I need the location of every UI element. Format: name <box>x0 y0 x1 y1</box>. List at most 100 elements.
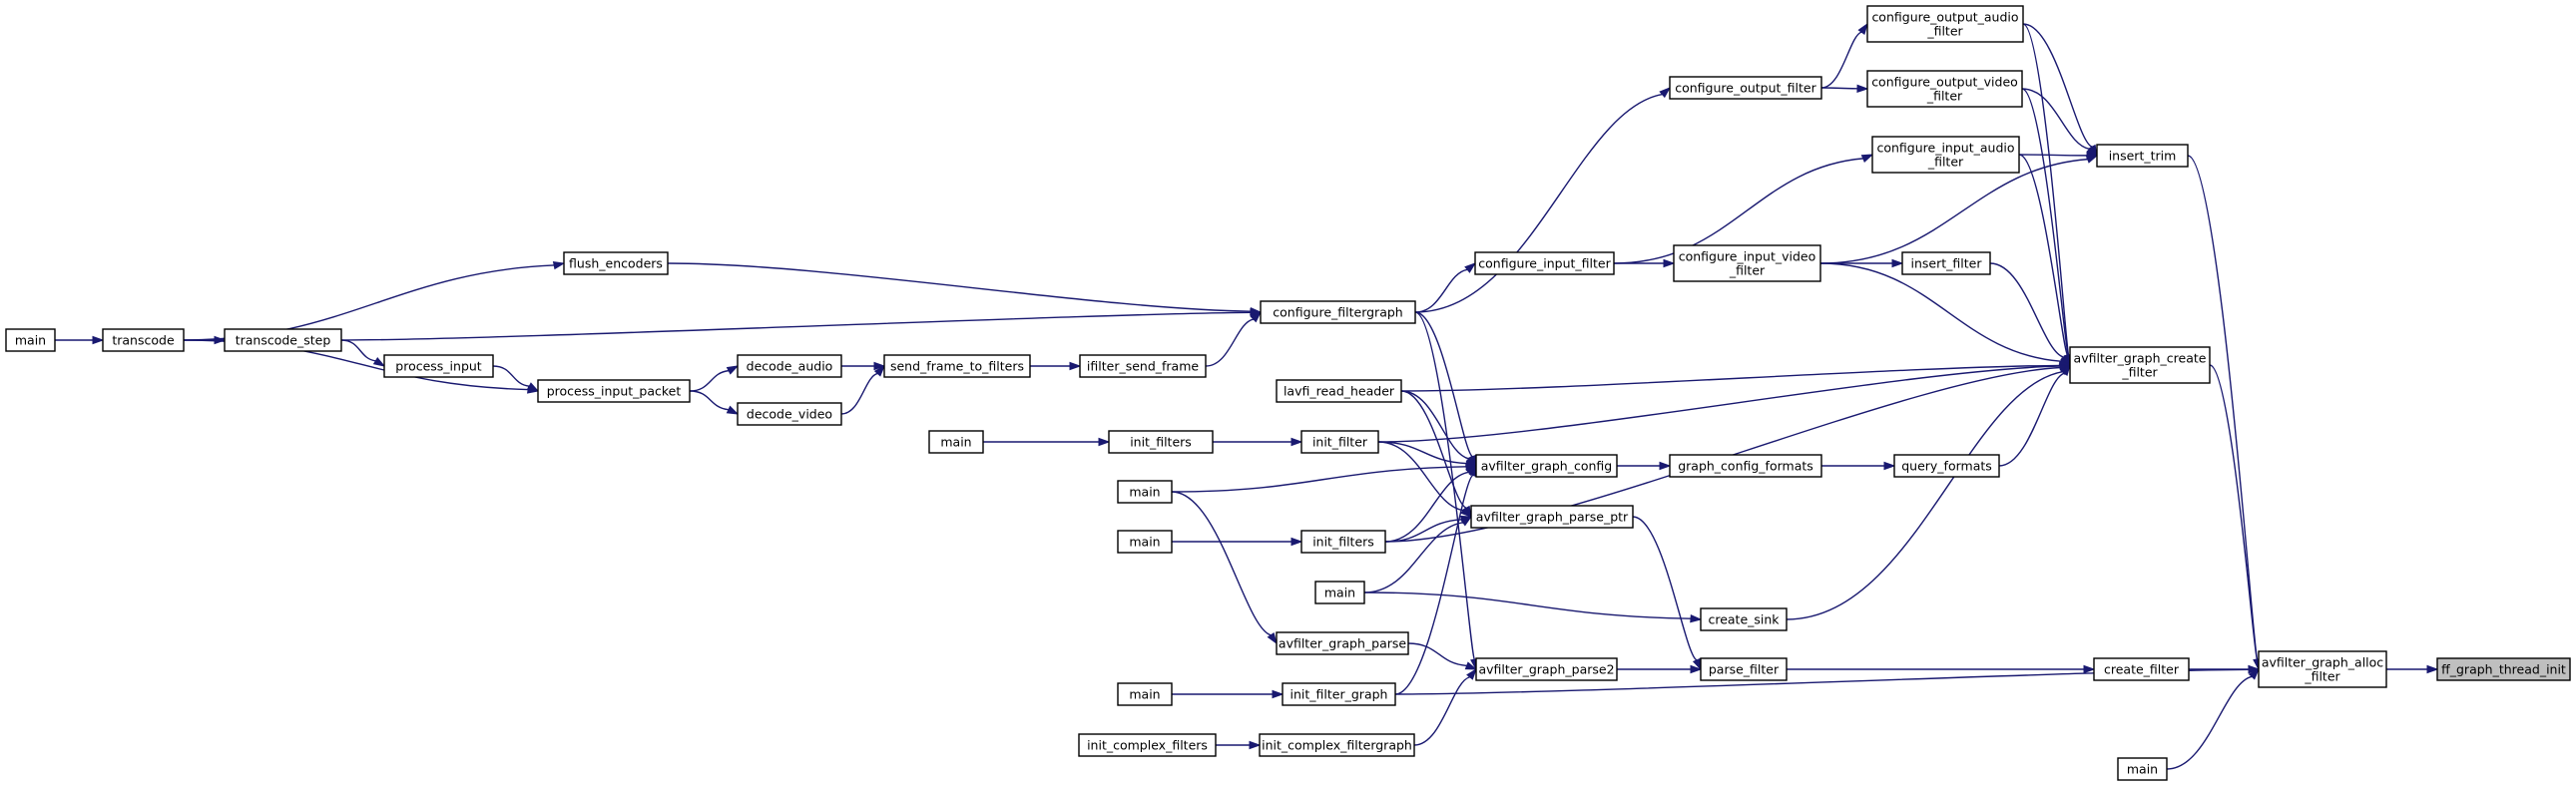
arrowhead <box>2086 151 2099 161</box>
call-edge <box>1989 262 2065 358</box>
function-node-graph-config-formats[interactable]: graph_config_formats <box>1669 454 1822 478</box>
function-node-ifilter-send-frame[interactable]: ifilter_send_frame <box>1079 354 1207 378</box>
function-node-main[interactable]: main <box>1314 581 1365 604</box>
function-node-process-input[interactable]: process_input <box>383 354 494 378</box>
function-node-configure-output-audio-filter[interactable]: configure_output_audio_filter <box>1866 5 2024 43</box>
function-node-configure-filtergraph[interactable]: configure_filtergraph <box>1260 300 1416 324</box>
arrowhead <box>2248 664 2261 674</box>
call-edge <box>2021 88 2069 356</box>
node-box <box>537 379 691 403</box>
call-edge <box>1613 158 1863 264</box>
function-node-avfilter-graph-create-filter[interactable]: avfilter_graph_create_filter <box>2069 346 2211 384</box>
function-node-avfilter-graph-parse2[interactable]: avfilter_graph_parse2 <box>1475 657 1618 681</box>
arrowhead <box>1690 613 1703 623</box>
function-node-avfilter-graph-parse[interactable]: avfilter_graph_parse <box>1276 631 1409 655</box>
node-label: configure_input_filter <box>1478 256 1611 271</box>
node-box <box>1108 430 1214 454</box>
function-node-main[interactable]: main <box>1117 480 1173 504</box>
function-node-send-frame-to-filters[interactable]: send_frame_to_filters <box>883 354 1031 378</box>
function-node-flush-encoders[interactable]: flush_encoders <box>563 251 669 275</box>
call-edge <box>1400 364 2061 392</box>
node-box <box>928 430 984 454</box>
node-label: transcode <box>112 333 175 348</box>
function-node-lavfi-read-header[interactable]: lavfi_read_header <box>1276 379 1402 403</box>
function-node-avfilter-graph-parse-ptr[interactable]: avfilter_graph_parse_ptr <box>1470 505 1634 529</box>
call-edge <box>1414 311 1473 458</box>
node-box <box>563 251 669 275</box>
call-edge <box>2022 23 2093 148</box>
function-node-main[interactable]: main <box>928 430 984 454</box>
call-edge <box>840 372 878 415</box>
call-edge <box>1413 676 1470 746</box>
arrowhead <box>1856 84 1869 93</box>
arrowhead <box>552 260 566 270</box>
function-node-init-filters[interactable]: init_filters <box>1108 430 1214 454</box>
call-edge <box>1363 522 1463 593</box>
node-label: main <box>940 435 971 450</box>
function-node-decode-audio[interactable]: decode_audio <box>737 354 842 378</box>
call-edge <box>1363 592 1692 619</box>
function-node-main[interactable]: main <box>5 328 56 352</box>
function-node-decode-video[interactable]: decode_video <box>737 402 842 426</box>
node-label: configure_filtergraph <box>1273 305 1402 320</box>
function-node-main[interactable]: main <box>1117 530 1173 554</box>
node-box <box>2096 144 2189 168</box>
arrowhead <box>1267 631 1278 645</box>
node-box <box>1866 70 2023 108</box>
call-edge <box>1820 87 1858 90</box>
node-box <box>1475 454 1618 478</box>
function-node-ff-graph-thread-init[interactable]: ff_graph_thread_init <box>2436 657 2571 681</box>
function-node-process-input-packet[interactable]: process_input_packet <box>537 379 691 403</box>
node-label: decode_video <box>747 407 832 422</box>
call-edge <box>1407 642 1467 667</box>
function-node-create-sink[interactable]: create_sink <box>1700 607 1788 631</box>
call-edges <box>54 22 2439 770</box>
node-label: process_input <box>395 359 482 374</box>
function-node-configure-input-filter[interactable]: configure_input_filter <box>1474 251 1615 275</box>
function-node-avfilter-graph-config[interactable]: avfilter_graph_config <box>1475 454 1618 478</box>
function-node-insert-filter[interactable]: insert_filter <box>1901 251 1991 275</box>
function-node-init-filter[interactable]: init_filter <box>1300 430 1379 454</box>
node-label: query_formats <box>1901 459 1992 474</box>
function-node-init-complex-filtergraph[interactable]: init_complex_filtergraph <box>1259 733 1415 757</box>
node-label: _filter <box>1926 24 1963 39</box>
function-node-transcode-step[interactable]: transcode_step <box>224 328 342 352</box>
node-label: init_complex_filtergraph <box>1262 738 1412 753</box>
node-label: configure_output_video <box>1871 75 2018 90</box>
call-edge <box>340 311 1252 341</box>
arrowhead <box>873 364 886 377</box>
function-node-parse-filter[interactable]: parse_filter <box>1700 657 1788 681</box>
arrowhead <box>1250 310 1263 323</box>
call-edge <box>492 365 530 387</box>
call-edge <box>667 262 1252 312</box>
function-node-create-filter[interactable]: create_filter <box>2093 657 2190 681</box>
function-node-init-filters[interactable]: init_filters <box>1300 530 1386 554</box>
call-edge <box>1171 491 1272 636</box>
function-node-init-filter-graph[interactable]: init_filter_graph <box>1282 682 1396 706</box>
function-node-configure-input-audio-filter[interactable]: configure_input_audio_filter <box>1871 136 2020 174</box>
function-node-init-complex-filters[interactable]: init_complex_filters <box>1078 733 1217 757</box>
function-node-transcode[interactable]: transcode <box>102 328 185 352</box>
call-edge <box>1786 370 2063 620</box>
function-node-main[interactable]: main <box>1117 682 1173 706</box>
arrowhead <box>1290 537 1303 547</box>
arrowhead <box>2248 667 2261 680</box>
node-box <box>1871 136 2020 174</box>
function-node-configure-input-video-filter[interactable]: configure_input_video_filter <box>1673 244 1821 282</box>
function-node-configure-output-filter[interactable]: configure_output_filter <box>1669 76 1822 100</box>
node-box <box>224 328 342 352</box>
call-edge <box>2209 364 2259 660</box>
function-node-avfilter-graph-alloc-filter[interactable]: avfilter_graph_alloc_filter <box>2258 650 2387 688</box>
node-box <box>102 328 185 352</box>
call-edge <box>1414 268 1468 313</box>
function-node-insert-trim[interactable]: insert_trim <box>2096 144 2189 168</box>
node-label: transcode_step <box>236 333 331 348</box>
node-box <box>1282 682 1396 706</box>
node-label: _filter <box>2121 365 2158 380</box>
function-node-main[interactable]: main <box>2117 757 2168 781</box>
function-node-configure-output-video-filter[interactable]: configure_output_video_filter <box>1866 70 2023 108</box>
arrowhead <box>1883 461 1896 471</box>
function-node-query-formats[interactable]: query_formats <box>1893 454 2000 478</box>
call-edge <box>1384 519 1462 543</box>
call-edge <box>1377 441 1464 512</box>
